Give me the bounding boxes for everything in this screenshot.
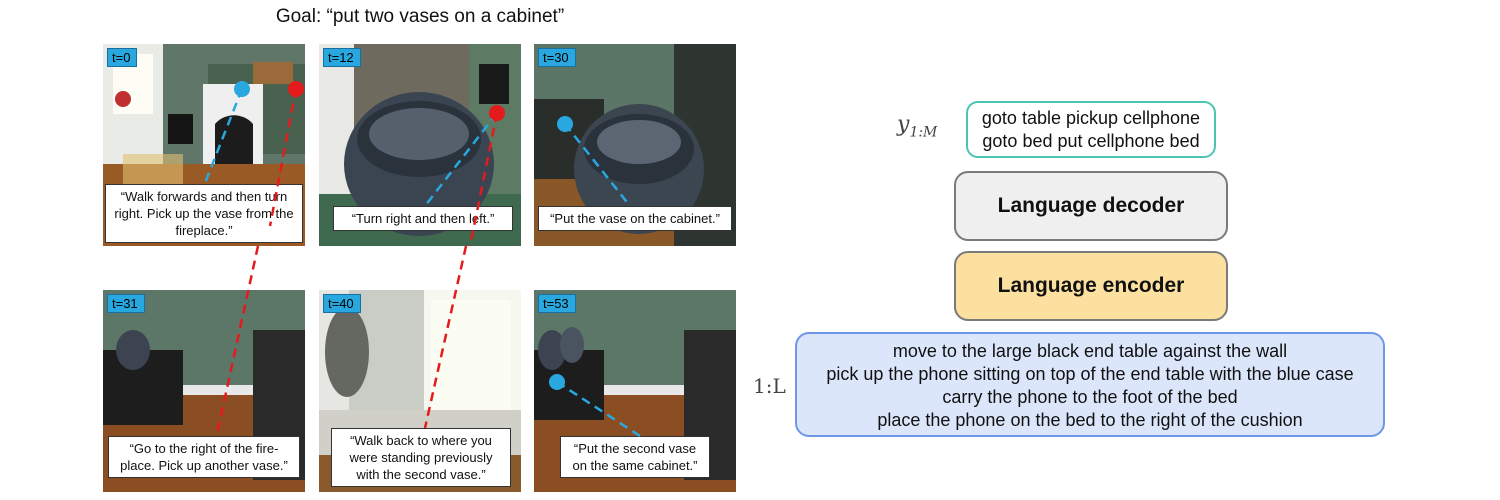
timestep-badge: t=30: [538, 48, 576, 67]
timestep-badge: t=12: [323, 48, 361, 67]
frame-t40: t=40 “Walk back to where you were standi…: [319, 290, 521, 492]
timestep-badge: t=53: [538, 294, 576, 313]
input-sequence-label: 1:L: [753, 374, 786, 398]
timestep-badge: t=0: [107, 48, 138, 67]
frame-caption: “Walk back to where you were standing pr…: [331, 428, 511, 487]
output-sequence-label: y1:M: [897, 112, 938, 141]
input-line: pick up the phone sitting on top of the …: [826, 364, 1354, 384]
timestep-badge: t=40: [323, 294, 361, 313]
frame-caption: “Put the second vase on the same cabinet…: [560, 436, 710, 478]
frame-caption: “Put the vase on the cabinet.”: [538, 206, 732, 231]
input-line: move to the large black end table agains…: [892, 341, 1288, 361]
goal-title: Goal: “put two vases on a cabinet”: [275, 6, 565, 27]
input-line: place the phone on the bed to the right …: [877, 410, 1303, 430]
input-instructions-box: move to the large black end table agains…: [795, 332, 1385, 437]
frame-caption: “Walk forwards and then turn right. Pick…: [105, 184, 303, 243]
timestep-badge: t=31: [107, 294, 145, 313]
frame-caption: “Turn right and then left.”: [333, 206, 513, 231]
input-line: carry the phone to the foot of the bed: [942, 387, 1238, 407]
frame-caption: “Go to the right of the fire-place. Pick…: [108, 436, 300, 478]
output-commands-box: goto table pickup cellphone goto bed put…: [966, 101, 1216, 158]
output-line: goto table pickup cellphone: [981, 108, 1201, 128]
language-encoder-block: Language encoder: [954, 251, 1228, 321]
frame-t31: t=31 “Go to the right of the fire-place.…: [103, 290, 305, 492]
frame-t12: t=12 “Turn right and then left.”: [319, 44, 521, 246]
frame-t53: t=53 “Put the second vase on the same ca…: [534, 290, 736, 492]
language-decoder-block: Language decoder: [954, 171, 1228, 241]
frame-t30: t=30 “Put the vase on the cabinet.”: [534, 44, 736, 246]
output-line: goto bed put cellphone bed: [982, 131, 1200, 151]
frame-t0: t=0 “Walk forwards and then turn right. …: [103, 44, 305, 246]
